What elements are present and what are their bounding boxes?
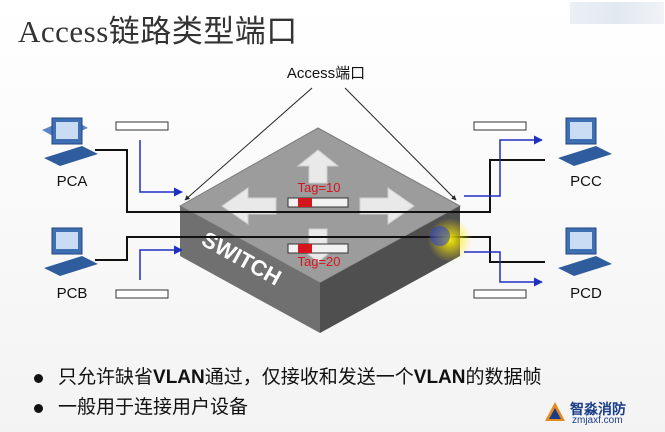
flow-arrow-pcb xyxy=(139,245,183,280)
frame-pcd xyxy=(473,289,527,299)
pcd-computer-icon xyxy=(558,227,612,276)
bullet-dot-icon xyxy=(34,404,43,413)
cursor-dot xyxy=(430,226,450,246)
tag-frame-top xyxy=(287,197,349,208)
bullet-1-text-c: 的数据帧 xyxy=(465,367,542,388)
tag-frame-bottom xyxy=(287,243,349,254)
pcc-label: PCC xyxy=(570,173,602,190)
bullet-1-text-b: 通过，仅接收和发送一个 xyxy=(204,367,414,388)
pca-label: PCA xyxy=(57,173,88,190)
bullet-1-text-a: 只允许缺省 xyxy=(58,367,154,388)
flow-arrow-pca xyxy=(139,140,183,197)
callout-line-left xyxy=(184,87,313,201)
frame-pcc xyxy=(473,121,527,131)
bullet-list: 只允许缺省VLAN通过，仅接收和发送一个VLAN的数据帧 一般用于连接用户设备 xyxy=(30,363,630,423)
pcd-label: PCD xyxy=(570,285,602,302)
pca-computer-icon xyxy=(42,117,98,166)
bullet-dot-icon xyxy=(34,374,43,383)
frame-pca xyxy=(115,121,169,131)
watermark-logo-icon xyxy=(545,402,565,421)
bullet-1-bold-a: VLAN xyxy=(153,367,205,388)
slide-title: Access链路类型端口 xyxy=(18,14,298,49)
switch: SWITCH xyxy=(178,127,462,333)
bullet-item-2: 一般用于连接用户设备 xyxy=(30,393,630,423)
corner-toolbar-blur xyxy=(570,2,664,24)
pcb-label: PCB xyxy=(57,285,88,302)
bullet-2-text: 一般用于连接用户设备 xyxy=(58,397,249,418)
access-port-diagram: Access端口 SWITCH Tag=10 xyxy=(42,65,612,333)
tag-label-top: Tag=10 xyxy=(297,180,340,195)
pcc-computer-icon xyxy=(558,117,612,166)
bullet-item-1: 只允许缺省VLAN通过，仅接收和发送一个VLAN的数据帧 xyxy=(30,363,630,393)
link-pca-pcc xyxy=(95,149,545,213)
access-port-callout: Access端口 xyxy=(287,65,365,82)
pcb-computer-icon xyxy=(44,227,98,276)
frame-pcb xyxy=(115,289,169,299)
watermark: 智淼消防 zmjaxf.com xyxy=(540,397,660,430)
bullet-1-bold-b: VLAN xyxy=(413,367,466,388)
watermark-url: zmjaxf.com xyxy=(572,415,623,426)
watermark-name: 智淼消防 xyxy=(570,401,626,417)
callout-line-right xyxy=(344,87,457,201)
flow-arrow-pcd xyxy=(464,251,543,287)
flow-arrow-pcc xyxy=(464,135,543,197)
tag-label-bottom: Tag=20 xyxy=(297,254,340,269)
